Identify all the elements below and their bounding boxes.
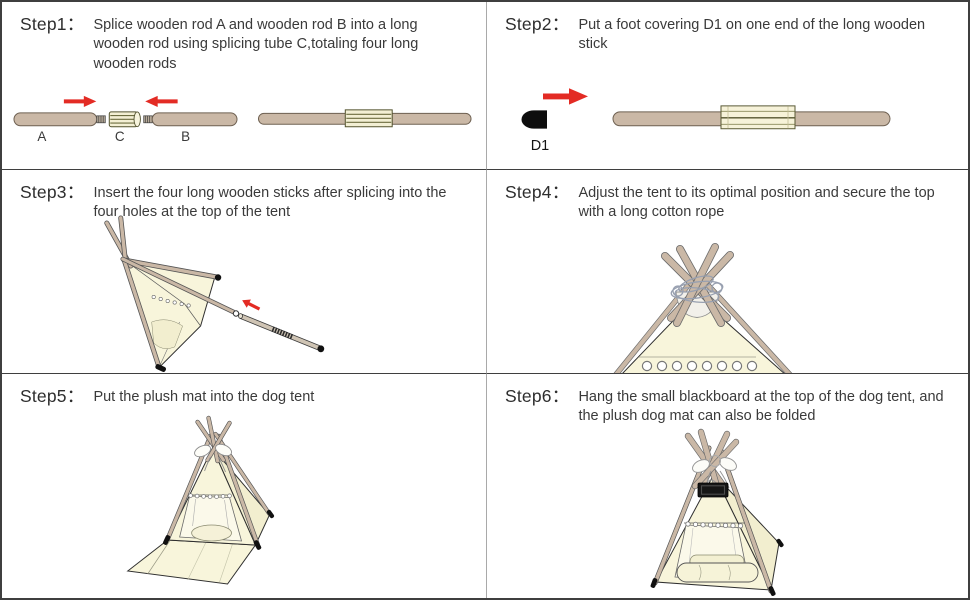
step5-text: Put the plush mat into the dog tent xyxy=(93,389,315,405)
ribbon-bow xyxy=(692,455,737,489)
foot-covering-d1 xyxy=(521,110,547,129)
rod-a-label: A xyxy=(37,129,46,144)
arrow-right-icon xyxy=(543,88,588,105)
step4-illustration xyxy=(613,243,793,373)
step5-label: Step5： xyxy=(20,386,85,406)
step2-label: Step2： xyxy=(505,14,570,34)
tent-top-secured xyxy=(613,243,793,373)
step3-text: Insert the four long wooden sticks after… xyxy=(93,185,447,221)
folded-plush-mat xyxy=(676,554,759,583)
arrow-left-icon xyxy=(145,95,178,107)
step6-text: Hang the small blackboard at the top of … xyxy=(578,389,944,425)
step6-illustration xyxy=(650,428,784,596)
assembled-long-rod xyxy=(257,109,472,128)
step2-illustration: D1 xyxy=(521,88,891,154)
step1-header: Step1： Splice wooden rod A and wooden ro… xyxy=(2,2,486,74)
step6-panel: Step6： Hang the small blackboard at the … xyxy=(487,374,968,598)
tube-c-label: C xyxy=(115,129,125,144)
step5-panel: Step5： Put the plush mat into the dog te… xyxy=(2,374,487,598)
step1-label: Step1： xyxy=(20,14,85,34)
long-wooden-stick xyxy=(612,105,891,130)
step3-label: Step3： xyxy=(20,182,85,202)
step1-text: Splice wooden rod A and wooden rod B int… xyxy=(93,17,419,72)
splicing-tube-c xyxy=(108,111,141,128)
dog-tent-with-mat xyxy=(126,415,275,585)
step4-label: Step4： xyxy=(505,182,570,202)
wooden-stick-insert xyxy=(238,313,325,353)
step3-panel: Step3： Insert the four long wooden stick… xyxy=(2,170,487,374)
foot-d1-label: D1 xyxy=(531,138,550,154)
step3-illustration xyxy=(104,215,325,372)
finished-dog-tent xyxy=(650,428,784,596)
cotton-rope xyxy=(670,275,724,303)
wooden-rod-a xyxy=(13,112,106,127)
step1-panel: Step1： Splice wooden rod A and wooden ro… xyxy=(2,2,487,170)
arrow-right-icon xyxy=(63,95,97,107)
step5-illustration xyxy=(126,415,275,585)
collapsed-tent xyxy=(104,215,240,372)
step4-text: Adjust the tent to its optimal position … xyxy=(578,185,935,221)
ribbon-bow xyxy=(194,443,233,473)
step2-text: Put a foot covering D1 on one end of the… xyxy=(578,17,926,53)
step5-header: Step5： Put the plush mat into the dog te… xyxy=(2,374,486,408)
step4-header: Step4： Adjust the tent to its optimal po… xyxy=(487,170,968,223)
step2-panel: Step2： Put a foot covering D1 on one end… xyxy=(487,2,968,170)
plush-mat xyxy=(126,539,257,585)
step3-header: Step3： Insert the four long wooden stick… xyxy=(2,170,486,223)
step2-header: Step2： Put a foot covering D1 on one end… xyxy=(487,2,968,55)
blackboard xyxy=(697,479,729,498)
step4-panel: Step4： Adjust the tent to its optimal po… xyxy=(487,170,968,374)
wooden-rod-b xyxy=(143,112,238,127)
step6-header: Step6： Hang the small blackboard at the … xyxy=(487,374,968,427)
arrow-up-left-icon xyxy=(242,299,261,311)
rod-b-label: B xyxy=(181,129,190,144)
step1-illustration: A C B xyxy=(13,95,472,144)
step6-label: Step6： xyxy=(505,386,570,406)
